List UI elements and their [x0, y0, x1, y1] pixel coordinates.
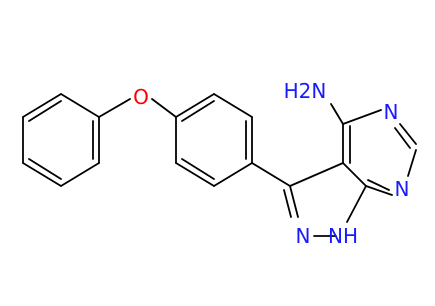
bond	[289, 185, 299, 218]
pyrimidine-n-lower-label: N	[395, 177, 410, 201]
pyrazole-nh-label: NH	[328, 224, 358, 248]
bond	[181, 158, 215, 180]
bond	[283, 189, 292, 218]
bond	[407, 149, 417, 177]
pyrazole-n-label: N	[296, 224, 311, 248]
bonds	[22, 93, 417, 237]
bond	[399, 123, 417, 145]
bond	[175, 162, 215, 187]
bond	[175, 93, 215, 118]
bond	[60, 93, 100, 118]
pyrimidine-n-upper-label: N	[384, 100, 399, 124]
bond	[330, 103, 344, 125]
bond	[181, 100, 215, 122]
bond	[22, 93, 62, 118]
bond	[22, 162, 62, 187]
bond	[60, 162, 100, 187]
bond	[98, 98, 131, 118]
bond	[342, 162, 367, 187]
bond	[342, 109, 382, 125]
oxygen-label: O	[133, 85, 149, 109]
bond	[213, 162, 253, 187]
atom-labels: O H2N N N N NH	[133, 79, 409, 248]
bond	[28, 158, 62, 180]
bond	[151, 98, 177, 118]
bond	[365, 185, 393, 196]
bond	[28, 100, 62, 122]
bond	[213, 93, 253, 118]
bond	[251, 162, 291, 187]
bond	[346, 185, 367, 223]
bond	[289, 162, 344, 187]
amine-label: H2N	[284, 79, 327, 103]
bond	[367, 179, 390, 191]
bond	[394, 127, 411, 149]
